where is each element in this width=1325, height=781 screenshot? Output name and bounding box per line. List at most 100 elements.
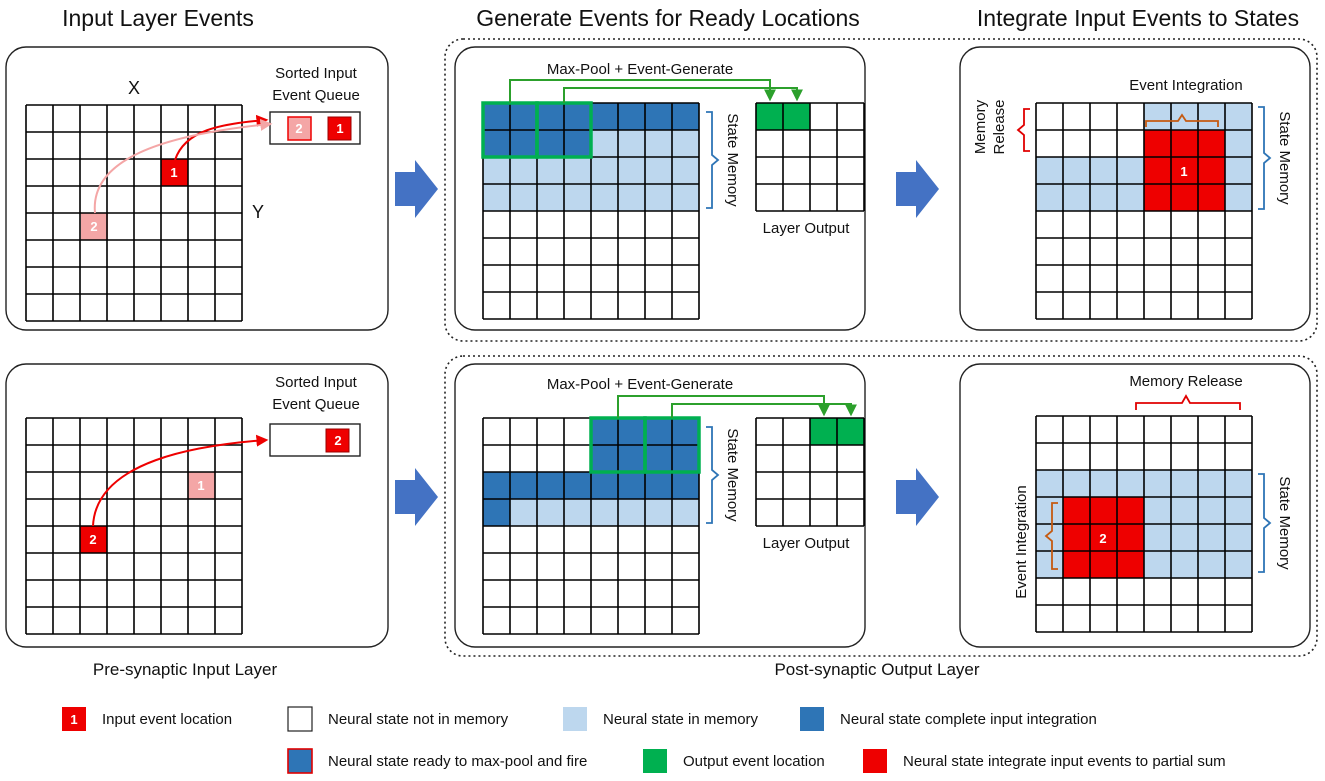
memory-release-brace-top xyxy=(1016,108,1030,152)
event-cell-2-current xyxy=(80,526,107,553)
block-arrow-bottom-1 xyxy=(395,468,438,526)
legend-swatch-in-memory xyxy=(563,707,587,731)
event-label-2: 2 xyxy=(89,532,96,547)
grid-lines xyxy=(25,417,243,635)
legend-input-event: Input event location xyxy=(102,711,232,728)
legend-swatch-output-event xyxy=(643,749,667,773)
event-integration-label-top: Event Integration xyxy=(1129,77,1242,94)
queue-item-2 xyxy=(325,428,350,453)
panel-integrate-top xyxy=(959,46,1311,331)
post-synaptic-frame-top xyxy=(444,38,1318,342)
legend-swatch-complete xyxy=(800,707,824,731)
panel-input-bottom xyxy=(5,363,389,648)
maxpool-label-top: Max-Pool + Event-Generate xyxy=(547,61,733,78)
event-integration-label-bottom: Event Integration xyxy=(1013,485,1030,598)
layer-output-label-bottom: Layer Output xyxy=(763,535,851,552)
cells-integrating xyxy=(1063,497,1144,578)
cells-complete xyxy=(483,499,510,526)
grid-lines xyxy=(755,102,865,212)
state-memory-brace-top xyxy=(706,111,720,209)
grid-lines xyxy=(1035,102,1253,320)
queue-label-top-2: Event Queue xyxy=(272,87,360,104)
queue-label-bottom-2: Event Queue xyxy=(272,396,360,413)
maxpool-arrow-2 xyxy=(671,403,857,418)
output-event-cell xyxy=(756,103,783,130)
layer-output-grid-bottom xyxy=(755,417,865,527)
state-memory-label-bottom: State Memory xyxy=(724,428,741,522)
queue-item-2-label: 2 xyxy=(334,433,341,448)
memory-release-label-top-2: Release xyxy=(991,99,1008,154)
legend-output-event: Output event location xyxy=(683,753,825,770)
panel-input-top xyxy=(5,46,389,331)
state-memory-grid-top xyxy=(481,101,700,320)
legend-ready: Neural state ready to max-pool and fire xyxy=(328,753,587,770)
legend-integrate: Neural state integrate input events to p… xyxy=(903,753,1226,770)
queue-item-1-label: 1 xyxy=(336,121,343,136)
legend-complete: Neural state complete input integration xyxy=(840,711,1097,728)
input-grid-bottom: 1 2 xyxy=(25,417,243,635)
queue-item-1 xyxy=(327,116,352,141)
arrow-event-2-to-queue xyxy=(92,434,269,527)
event-label-1: 1 xyxy=(197,478,204,493)
caption-post-synaptic: Post-synaptic Output Layer xyxy=(774,660,979,679)
queue-item-2-label: 2 xyxy=(295,121,302,136)
panel-integrate-bottom xyxy=(959,363,1311,648)
legend: 1 Input event location Neural state not … xyxy=(62,706,1226,774)
legend-marker-number: 1 xyxy=(70,712,77,727)
grid-lines xyxy=(25,104,243,322)
state-memory-grid-bottom xyxy=(482,416,701,635)
state-memory-label-integrate-bottom: State Memory xyxy=(1276,476,1293,570)
event-cell-2-past xyxy=(81,213,108,240)
integrated-event-label: 2 xyxy=(1099,531,1106,546)
output-event-cell xyxy=(810,418,837,445)
maxpool-arrow-2 xyxy=(563,87,803,103)
axis-x-label: X xyxy=(128,78,140,98)
block-arrow-bottom-2 xyxy=(896,468,939,526)
event-label-2: 2 xyxy=(90,219,97,234)
integrated-event-label: 1 xyxy=(1180,164,1187,179)
legend-swatch-input-event xyxy=(62,707,86,731)
layer-output-label-top: Layer Output xyxy=(763,220,851,237)
grid-lines xyxy=(1035,415,1253,633)
panel-generate-bottom xyxy=(454,363,866,648)
event-integration-brace-top xyxy=(1145,113,1219,127)
event-cell-1-past xyxy=(188,472,215,499)
memory-release-label-top-1: Memory xyxy=(972,99,989,154)
legend-swatch-ready xyxy=(287,748,313,774)
layer-output-grid-top xyxy=(755,102,865,212)
state-memory-label-top: State Memory xyxy=(724,113,741,207)
queue-label-bottom-1: Sorted Input xyxy=(275,374,358,391)
legend-swatch-integrate xyxy=(863,749,887,773)
input-grid-top: 2 1 xyxy=(25,104,243,322)
arrow-event-2-to-queue xyxy=(93,118,273,214)
title-generate-events: Generate Events for Ready Locations xyxy=(476,5,860,31)
event-label-1: 1 xyxy=(170,165,177,180)
maxpool-label-bottom: Max-Pool + Event-Generate xyxy=(547,376,733,393)
post-synaptic-frame-bottom xyxy=(444,355,1318,657)
title-input-layer-events: Input Layer Events xyxy=(62,5,254,31)
maxpool-arrow-1 xyxy=(617,395,830,418)
block-arrow-top-1 xyxy=(395,160,438,218)
integrate-grid-top: 1 xyxy=(1035,102,1253,320)
memory-release-label-bottom: Memory Release xyxy=(1129,373,1242,390)
grid-lines xyxy=(755,417,865,527)
output-event-cell xyxy=(837,418,864,445)
output-event-cell xyxy=(783,103,810,130)
cells-in-memory xyxy=(510,499,699,526)
event-cell-1-current xyxy=(161,159,188,186)
integrate-grid-bottom: 2 xyxy=(1035,415,1253,633)
memory-release-brace-bottom xyxy=(1135,394,1241,410)
maxpool-arrow-1 xyxy=(509,79,776,103)
legend-not-in-memory: Neural state not in memory xyxy=(328,711,509,728)
block-arrow-top-2 xyxy=(896,160,939,218)
caption-pre-synaptic: Pre-synaptic Input Layer xyxy=(93,660,278,679)
axis-y-label: Y xyxy=(252,202,264,222)
state-memory-brace-integrate-top xyxy=(1258,106,1272,210)
cells-in-memory xyxy=(1225,130,1252,157)
legend-in-memory: Neural state in memory xyxy=(603,711,759,728)
arrow-event-1-to-queue xyxy=(174,114,269,161)
panel-generate-top xyxy=(454,46,866,331)
state-memory-label-integrate-top: State Memory xyxy=(1276,111,1293,205)
state-memory-brace-integrate-bottom xyxy=(1258,473,1272,573)
